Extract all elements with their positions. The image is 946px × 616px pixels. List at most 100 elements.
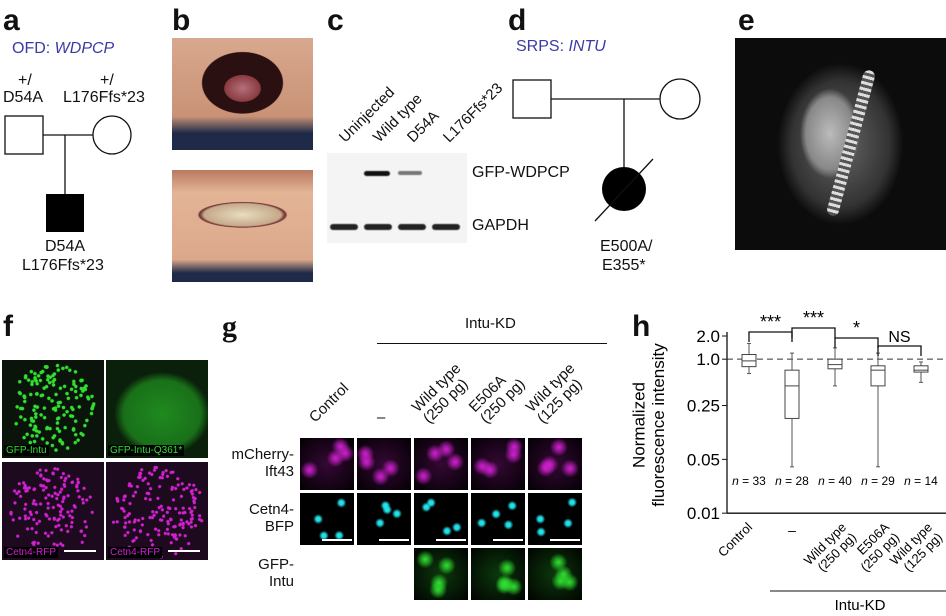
title-gene: WDPCP xyxy=(54,40,115,57)
scale-bar xyxy=(550,539,580,541)
title-prefix: OFD: xyxy=(12,40,55,57)
y-tick-label: 0.25 xyxy=(687,397,720,416)
micrograph-tile-cetn4-bfp xyxy=(300,493,354,545)
significance-bracket xyxy=(748,331,793,342)
micrograph-tile-gfp-intu xyxy=(414,548,468,600)
significance-label: * xyxy=(853,318,860,338)
child-genotype-1: D54A xyxy=(45,238,86,255)
box xyxy=(870,365,886,387)
micrograph-tile-gfp-intu xyxy=(471,548,525,600)
row-label-line: Cetn4- xyxy=(248,501,294,518)
panel-label-d: d xyxy=(508,4,527,37)
father-genotype-1: +/ xyxy=(18,72,32,89)
significance-bracket xyxy=(834,337,879,348)
y-tick-label: 0.05 xyxy=(687,450,720,469)
mother-genotype-1: +/ xyxy=(100,72,114,89)
micrograph-cetn4-rfp: Cetn4-RFP xyxy=(2,462,104,560)
father-symbol xyxy=(4,115,44,155)
band xyxy=(398,171,422,175)
x-tick-label: Wild type(250 pg) xyxy=(801,520,860,579)
micrograph-cetn4-rfp: Cetn4-RFP xyxy=(106,462,208,560)
row-label-line: Ift43 xyxy=(264,463,294,480)
row-label-gfp-intu: GFP-Intu xyxy=(258,556,294,590)
micrograph-tile-cetn4-bfp xyxy=(414,493,468,545)
panel-label-b: b xyxy=(172,4,191,37)
y-axis-label: Normalizedfluorescence intensity xyxy=(630,343,669,507)
micrograph-gfp-intu-q361: GFP-Intu-Q361* xyxy=(106,360,208,458)
mother-genotype-2: L176Ffs*23 xyxy=(63,89,145,106)
box xyxy=(827,358,843,370)
column-label: – xyxy=(377,409,386,426)
x-tick-label: Wild type(125 pg) xyxy=(887,520,946,579)
band xyxy=(330,224,358,230)
row-label-mcherry-ift43: mCherry-Ift43 xyxy=(232,446,295,480)
micrograph-tile-mcherry-ift43 xyxy=(471,438,525,490)
y-tick-label: 0.01 xyxy=(687,504,720,523)
child-genotype-2: L176Ffs*23 xyxy=(22,257,104,274)
panel-label-h: h xyxy=(632,310,651,343)
micrograph-tile-cetn4-bfp xyxy=(471,493,525,545)
title-gene: INTU xyxy=(568,38,606,55)
n-label: n = 40 xyxy=(818,474,852,488)
band xyxy=(432,224,460,230)
micrograph-gfp-intu: GFP-Intu xyxy=(2,360,104,458)
band-label-gfp-wdpcp: GFP-WDPCP xyxy=(472,164,570,181)
panel-label-a: a xyxy=(3,4,20,37)
significance-bracket xyxy=(877,345,922,356)
panel-label-c: c xyxy=(327,4,344,37)
micrograph-tile-cetn4-bfp xyxy=(357,493,411,545)
y-tick-label: 1.0 xyxy=(696,350,720,369)
image-label: Cetn4-RFP xyxy=(4,547,59,558)
scale-bar xyxy=(168,550,200,552)
group-label-intu-kd: Intu-KD xyxy=(465,315,516,332)
micrograph-tile-mcherry-ift43 xyxy=(300,438,354,490)
pedigree-a-title: OFD: WDPCP xyxy=(12,40,114,58)
image-label: Cetn4-RFP xyxy=(108,547,163,558)
title-prefix: SRPS: xyxy=(516,38,569,55)
scale-bar xyxy=(322,539,352,541)
pedigree-a xyxy=(4,115,132,232)
micrograph-tile-mcherry-ift43 xyxy=(357,438,411,490)
row-label-line: BFP xyxy=(264,518,294,535)
x-tick-label: E506A(250 pg) xyxy=(847,519,902,574)
patient-photo-smile xyxy=(172,170,313,282)
fetal-xray-image xyxy=(735,38,946,250)
group-label: Intu-KD xyxy=(835,597,886,614)
n-label: n = 28 xyxy=(775,474,809,488)
child-genotype-1: E500A/ xyxy=(600,238,653,255)
box xyxy=(784,369,800,419)
scale-bar xyxy=(64,550,96,552)
image-label: GFP-Intu xyxy=(4,445,49,456)
group-bracket-line xyxy=(377,343,607,344)
pedigree-d-title: SRPS: INTU xyxy=(516,38,606,56)
image-label: GFP-Intu-Q361* xyxy=(108,445,185,456)
y-tick-label: 2.0 xyxy=(696,327,720,346)
row-label-line: mCherry- xyxy=(231,446,295,463)
panel-label-g: g xyxy=(222,310,237,343)
band xyxy=(364,171,390,176)
row-label-line: Intu xyxy=(268,573,294,590)
x-tick-label: – xyxy=(788,522,796,538)
father-genotype-2: D54A xyxy=(3,89,44,106)
scale-bar xyxy=(436,539,466,541)
significance-bracket xyxy=(791,327,836,338)
n-label: n = 29 xyxy=(861,474,895,488)
child-genotype-2: E355* xyxy=(602,257,646,274)
band xyxy=(364,224,392,230)
n-label: n = 33 xyxy=(732,474,766,488)
x-tick-label: Control xyxy=(715,519,755,559)
n-label: n = 14 xyxy=(904,474,938,488)
patient-photo-tongue xyxy=(172,38,313,150)
micrograph-tile-cetn4-bfp xyxy=(528,493,582,545)
band xyxy=(398,224,426,230)
scale-bar xyxy=(493,539,523,541)
deceased-slash xyxy=(594,158,654,222)
significance-label: *** xyxy=(760,312,781,332)
box xyxy=(913,365,929,373)
significance-label: NS xyxy=(888,329,910,346)
micrograph-tile-gfp-intu xyxy=(528,548,582,600)
row-label-cetn4-bfp: Cetn4-BFP xyxy=(249,501,294,535)
micrograph-tile-mcherry-ift43 xyxy=(528,438,582,490)
